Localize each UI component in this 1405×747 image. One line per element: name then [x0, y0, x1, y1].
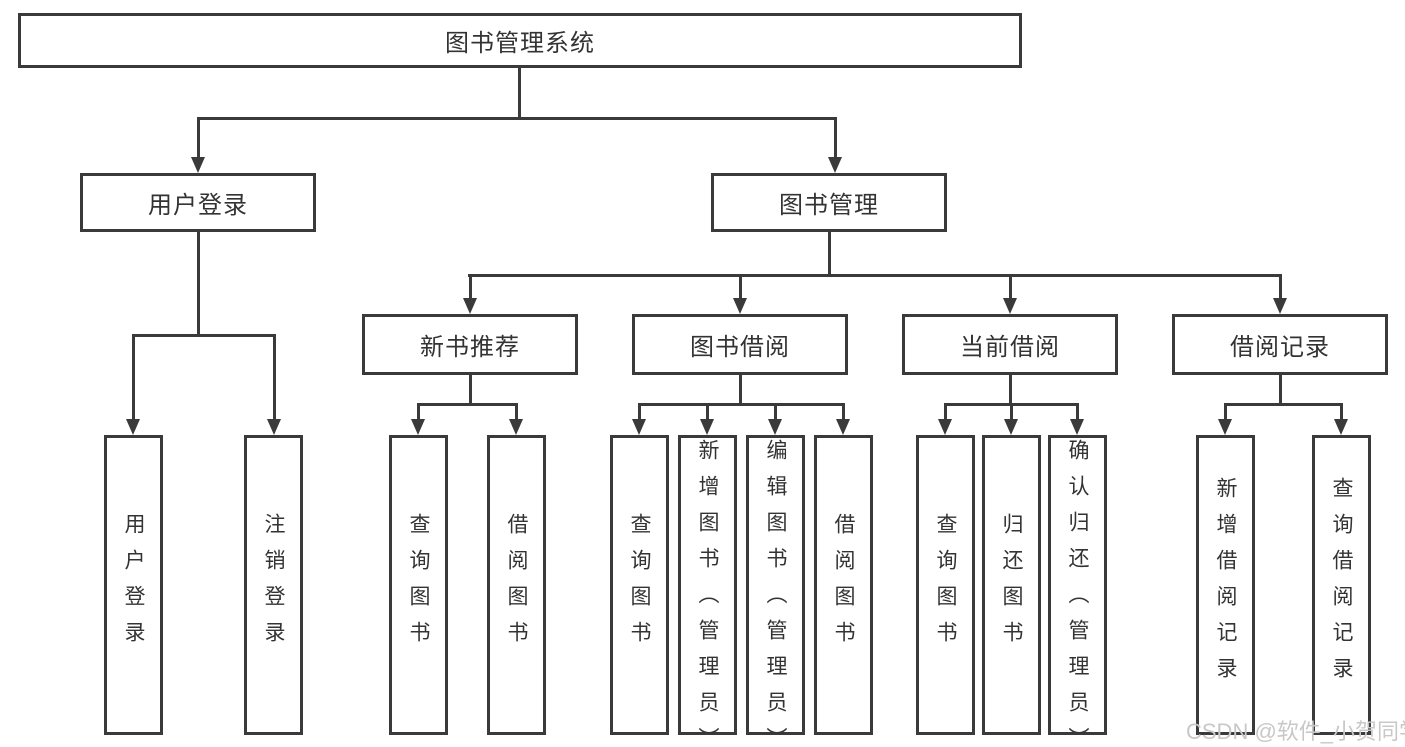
- arrow-down-icon: [267, 419, 281, 435]
- leaf-label: 确认归还（管理员）: [1066, 439, 1089, 747]
- node-book-management: 图书管理: [711, 173, 947, 232]
- watermark: CSDN @软件_小贺同学: [1186, 719, 1405, 744]
- leaf-query-books-under-current: 查询图书: [916, 435, 975, 735]
- leaf-label: 借阅图书: [832, 513, 855, 657]
- leaf-label: 新增借阅记录: [1214, 477, 1237, 693]
- leaf-label: 用户登录: [122, 513, 145, 657]
- arrow-down-icon: [733, 298, 747, 314]
- connector-vline: [739, 375, 742, 406]
- node-current-borrowing: 当前借阅: [902, 314, 1118, 375]
- leaf-borrow-books-under-recommend: 借阅图书: [487, 435, 546, 735]
- connector-vline: [197, 232, 200, 336]
- node-book-borrowing: 图书借阅: [632, 314, 848, 375]
- connector-vline: [417, 403, 420, 420]
- connector-vline: [197, 117, 200, 161]
- connector-vline: [1340, 403, 1343, 420]
- connector-hline: [1224, 403, 1342, 406]
- connector-vline: [828, 232, 831, 276]
- leaf-label: 查询图书: [934, 513, 957, 657]
- connector-vline: [834, 117, 837, 161]
- connector-vline: [469, 274, 472, 300]
- connector-vline: [1076, 403, 1079, 420]
- connector-vline: [1224, 403, 1227, 420]
- arrow-down-icon: [768, 419, 782, 435]
- leaf-return-books: 归还图书: [982, 435, 1041, 735]
- arrow-down-icon: [509, 419, 523, 435]
- node-label: 图书管理系统: [445, 30, 595, 57]
- connector-vline: [1009, 375, 1012, 406]
- connector-vline: [1279, 375, 1282, 406]
- leaf-add-books-admin: 新增图书（管理员）: [678, 435, 737, 747]
- connector-vline: [739, 274, 742, 300]
- leaf-query-books-under-borrowing: 查询图书: [610, 435, 669, 735]
- leaf-user-login: 用户登录: [104, 435, 163, 735]
- connector-vline: [1279, 274, 1282, 300]
- connector-vline: [1010, 403, 1013, 420]
- connector-hline: [132, 334, 275, 337]
- node-user-login: 用户登录: [80, 173, 316, 232]
- arrow-down-icon: [1003, 298, 1017, 314]
- arrow-down-icon: [126, 419, 140, 435]
- node-label: 图书借阅: [690, 334, 790, 361]
- connector-vline: [1009, 274, 1012, 300]
- connector-vline: [515, 403, 518, 420]
- node-label: 当前借阅: [960, 334, 1060, 361]
- connector-vline: [638, 403, 641, 420]
- connector-hline: [197, 117, 836, 120]
- leaf-label: 查询图书: [628, 513, 651, 657]
- leaf-label: 新增图书（管理员）: [696, 439, 719, 747]
- arrow-down-icon: [1273, 298, 1287, 314]
- leaf-label: 编辑图书（管理员）: [764, 439, 787, 747]
- arrow-down-icon: [632, 419, 646, 435]
- leaf-label: 查询借阅记录: [1330, 477, 1353, 693]
- node-library-system: 图书管理系统: [18, 13, 1022, 68]
- node-borrowing-records: 借阅记录: [1172, 314, 1388, 375]
- node-label: 图书管理: [779, 192, 879, 219]
- connector-vline: [774, 403, 777, 420]
- node-new-book-recommend: 新书推荐: [362, 314, 578, 375]
- arrow-down-icon: [1334, 419, 1348, 435]
- arrow-down-icon: [836, 419, 850, 435]
- leaf-confirm-return-admin: 确认归还（管理员）: [1048, 435, 1107, 747]
- arrow-down-icon: [938, 419, 952, 435]
- leaf-query-borrow-record: 查询借阅记录: [1312, 435, 1371, 735]
- leaf-edit-books-admin: 编辑图书（管理员）: [746, 435, 805, 747]
- leaf-label: 借阅图书: [505, 513, 528, 657]
- leaf-label: 注销登录: [262, 513, 285, 657]
- connector-vline: [273, 334, 276, 421]
- node-label: 借阅记录: [1230, 334, 1330, 361]
- arrow-down-icon: [828, 157, 842, 173]
- connector-vline: [944, 403, 947, 420]
- arrow-down-icon: [1004, 419, 1018, 435]
- node-label: 新书推荐: [420, 334, 520, 361]
- arrow-down-icon: [411, 419, 425, 435]
- leaf-query-books-under-recommend: 查询图书: [389, 435, 448, 735]
- leaf-logout-login: 注销登录: [244, 435, 303, 735]
- arrow-down-icon: [1218, 419, 1232, 435]
- connector-vline: [469, 375, 472, 406]
- node-label: 用户登录: [148, 192, 248, 219]
- leaf-label: 查询图书: [407, 513, 430, 657]
- arrow-down-icon: [700, 419, 714, 435]
- arrow-down-icon: [191, 157, 205, 173]
- connector-hline: [417, 403, 518, 406]
- leaf-add-borrow-record: 新增借阅记录: [1196, 435, 1255, 735]
- connector-hline: [638, 403, 845, 406]
- arrow-down-icon: [1070, 419, 1084, 435]
- connector-hline: [468, 274, 1282, 277]
- leaf-label: 归还图书: [1000, 513, 1023, 657]
- connector-vline: [518, 68, 521, 118]
- connector-vline: [132, 334, 135, 421]
- arrow-down-icon: [463, 298, 477, 314]
- connector-vline: [842, 403, 845, 420]
- leaf-borrow-books-under-borrowing: 借阅图书: [814, 435, 873, 735]
- connector-vline: [706, 403, 709, 420]
